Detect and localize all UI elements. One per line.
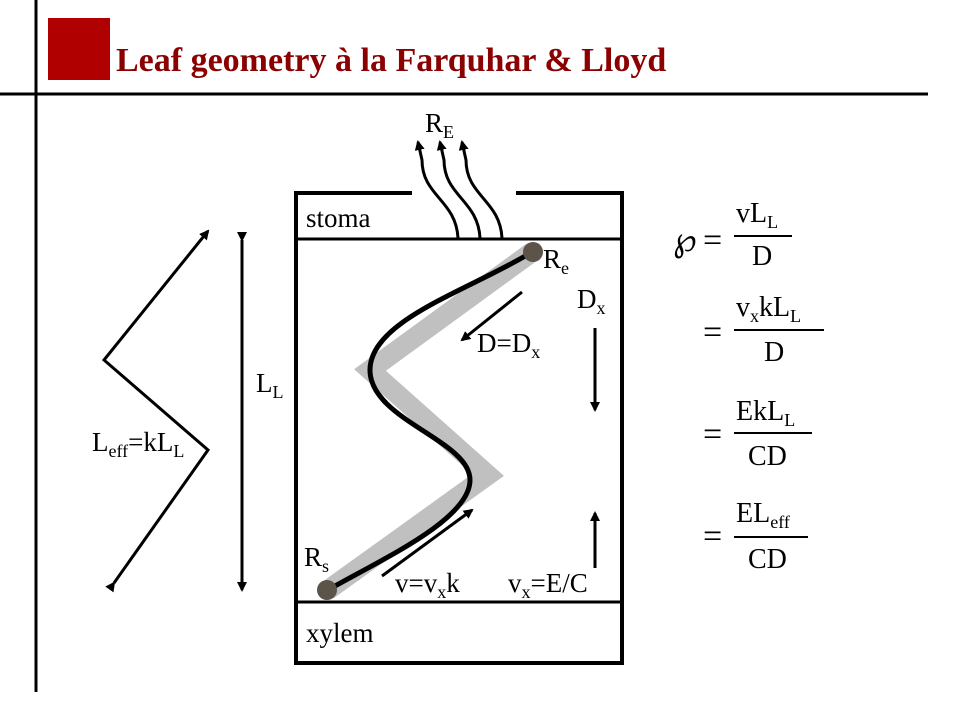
xylem-label: xylem — [306, 618, 374, 648]
l-l-label: LL — [256, 368, 284, 402]
effective-length-zigzag — [101, 229, 211, 593]
evaporation-arrows — [414, 140, 504, 239]
eq3-denominator: CD — [748, 441, 787, 472]
v-eq-label: v=vxk — [395, 568, 460, 602]
stoma-label: stoma — [306, 203, 371, 233]
eq2-denominator: D — [764, 337, 784, 368]
peclet-equations: ℘ = vLL D = vxkLL D = EkLL CD = ELeff CD — [673, 198, 824, 575]
eq4-denominator: CD — [748, 544, 787, 575]
d-x-label: Dx — [577, 284, 606, 318]
equals-sign-1: = — [703, 222, 722, 259]
r-e-node — [523, 242, 543, 262]
eq1-numerator: vLL — [736, 198, 778, 232]
vx-eq-label: vx=E/C — [508, 568, 588, 602]
equals-sign-4: = — [703, 518, 722, 555]
diffusion-path-arrow — [460, 290, 523, 342]
d-eq-label: D=Dx — [477, 328, 540, 362]
stoma-gap — [412, 188, 516, 198]
equals-sign-2: = — [703, 314, 722, 351]
flow-path-arrow — [381, 508, 474, 578]
tortuous-path — [326, 249, 534, 593]
l-eff-label: Leff=kLL — [92, 427, 184, 461]
r-s-node — [317, 580, 337, 600]
r-e-node-label: Re — [543, 244, 569, 278]
straight-path-shadow — [322, 243, 538, 599]
slide-title: Leaf geometry à la Farquhar & Lloyd — [116, 42, 667, 79]
title-accent-square — [48, 18, 110, 80]
eq4-numerator: ELeff — [736, 498, 790, 532]
eq2-numerator: vxkLL — [736, 292, 801, 326]
equals-sign-3: = — [703, 416, 722, 453]
r-e-upper-label: RE — [425, 108, 454, 142]
r-s-node-label: Rs — [304, 542, 329, 576]
eq3-numerator: EkLL — [736, 396, 795, 430]
peclet-symbol: ℘ — [673, 222, 697, 259]
eq1-denominator: D — [752, 241, 772, 272]
